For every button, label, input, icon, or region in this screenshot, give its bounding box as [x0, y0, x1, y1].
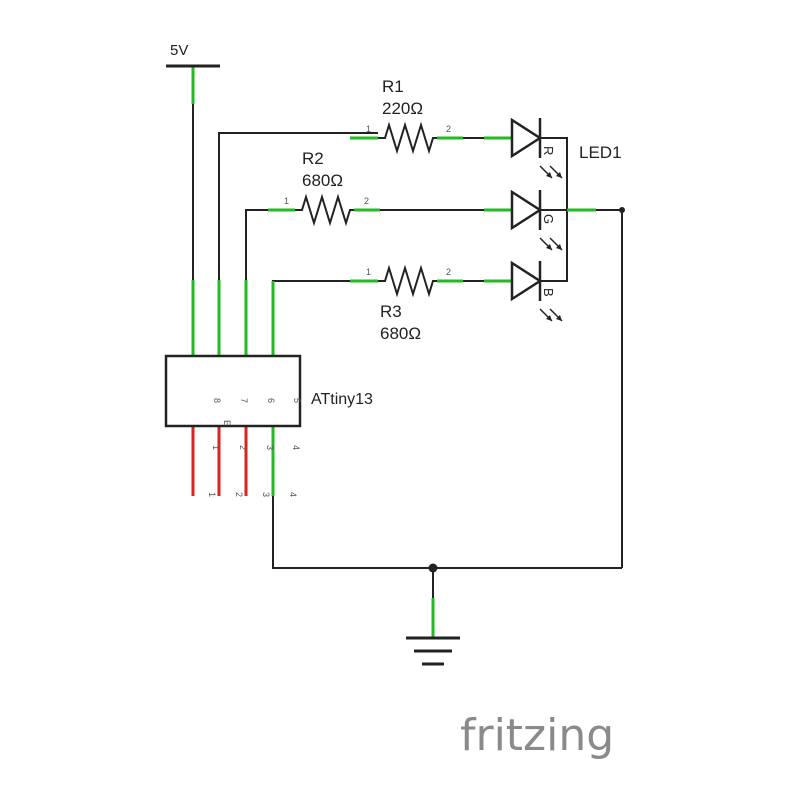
- arrow-heads: [546, 172, 562, 321]
- arrow-head-icon: [556, 315, 562, 321]
- r1-pin1: 1: [366, 124, 371, 134]
- pin-highlights: [191, 66, 596, 638]
- r3-value: 680Ω: [380, 324, 421, 343]
- chip-pin-end-1: 1: [207, 492, 217, 497]
- fritzing-watermark: fritzing: [460, 710, 614, 761]
- resistor-r3: [378, 264, 437, 298]
- wire-r1-net: [218, 132, 378, 356]
- r3-pin2: 2: [446, 267, 451, 277]
- led-name: LED1: [579, 143, 622, 162]
- r2-pin2: 2: [364, 196, 369, 206]
- r2-value: 680Ω: [302, 171, 343, 190]
- r1-name: R1: [382, 77, 404, 96]
- led-green: [510, 189, 543, 231]
- led-letter-b: B: [541, 288, 556, 297]
- wire-r2-net: [245, 209, 295, 356]
- diode-triangle: [510, 189, 543, 231]
- ground-symbol: [406, 636, 460, 666]
- wire-r3-net: [272, 280, 378, 356]
- chip-marker: E: [222, 420, 232, 426]
- emission-arrows: [539, 165, 563, 322]
- arrow-head-icon: [546, 244, 552, 250]
- diode-triangle: [510, 117, 543, 159]
- chip-bottom-pin-2: 2: [238, 445, 248, 450]
- led-letter-g: G: [541, 214, 556, 224]
- chip-top-pin-6: 6: [266, 398, 276, 403]
- chip-name: ATtiny13: [311, 391, 373, 408]
- unconnected-pins: [191, 426, 248, 496]
- resistor-r2: [295, 193, 354, 227]
- r2-pin1: 1: [284, 196, 289, 206]
- led-red: [510, 117, 543, 159]
- arrow-head-icon: [556, 172, 562, 178]
- r1-value: 220Ω: [382, 99, 423, 118]
- chip-top-pin-8: 8: [212, 398, 222, 403]
- r2-name: R2: [302, 149, 324, 168]
- led-letter-r: R: [541, 146, 556, 155]
- chip-top-pin-7: 7: [239, 398, 249, 403]
- arrow-head-icon: [546, 315, 552, 321]
- wire-ground-bus: [272, 426, 622, 569]
- chip-bottom-pin-4: 4: [291, 445, 301, 450]
- chip-bottom-pin-3: 3: [265, 445, 275, 450]
- r1-pin2: 2: [446, 124, 451, 134]
- arrow-head-icon: [546, 172, 552, 178]
- arrow-head-icon: [556, 244, 562, 250]
- junction-cathode: [619, 207, 625, 213]
- chip-pin-end-2: 2: [234, 492, 244, 497]
- power-label: 5V: [170, 42, 188, 59]
- chip-top-pin-5: 5: [292, 398, 302, 403]
- resistor-r1: [378, 121, 437, 155]
- r3-pin1: 1: [366, 267, 371, 277]
- chip-pin-end-3: 3: [261, 492, 271, 497]
- chip-body: [164, 354, 302, 428]
- chip-bottom-pin-1: 1: [211, 445, 221, 450]
- diode-triangle: [510, 260, 543, 302]
- chip-pin-end-4: 4: [288, 492, 298, 497]
- wires: [192, 66, 623, 638]
- junction-ground: [428, 563, 438, 573]
- led-blue: [510, 260, 543, 302]
- r3-name: R3: [380, 302, 402, 321]
